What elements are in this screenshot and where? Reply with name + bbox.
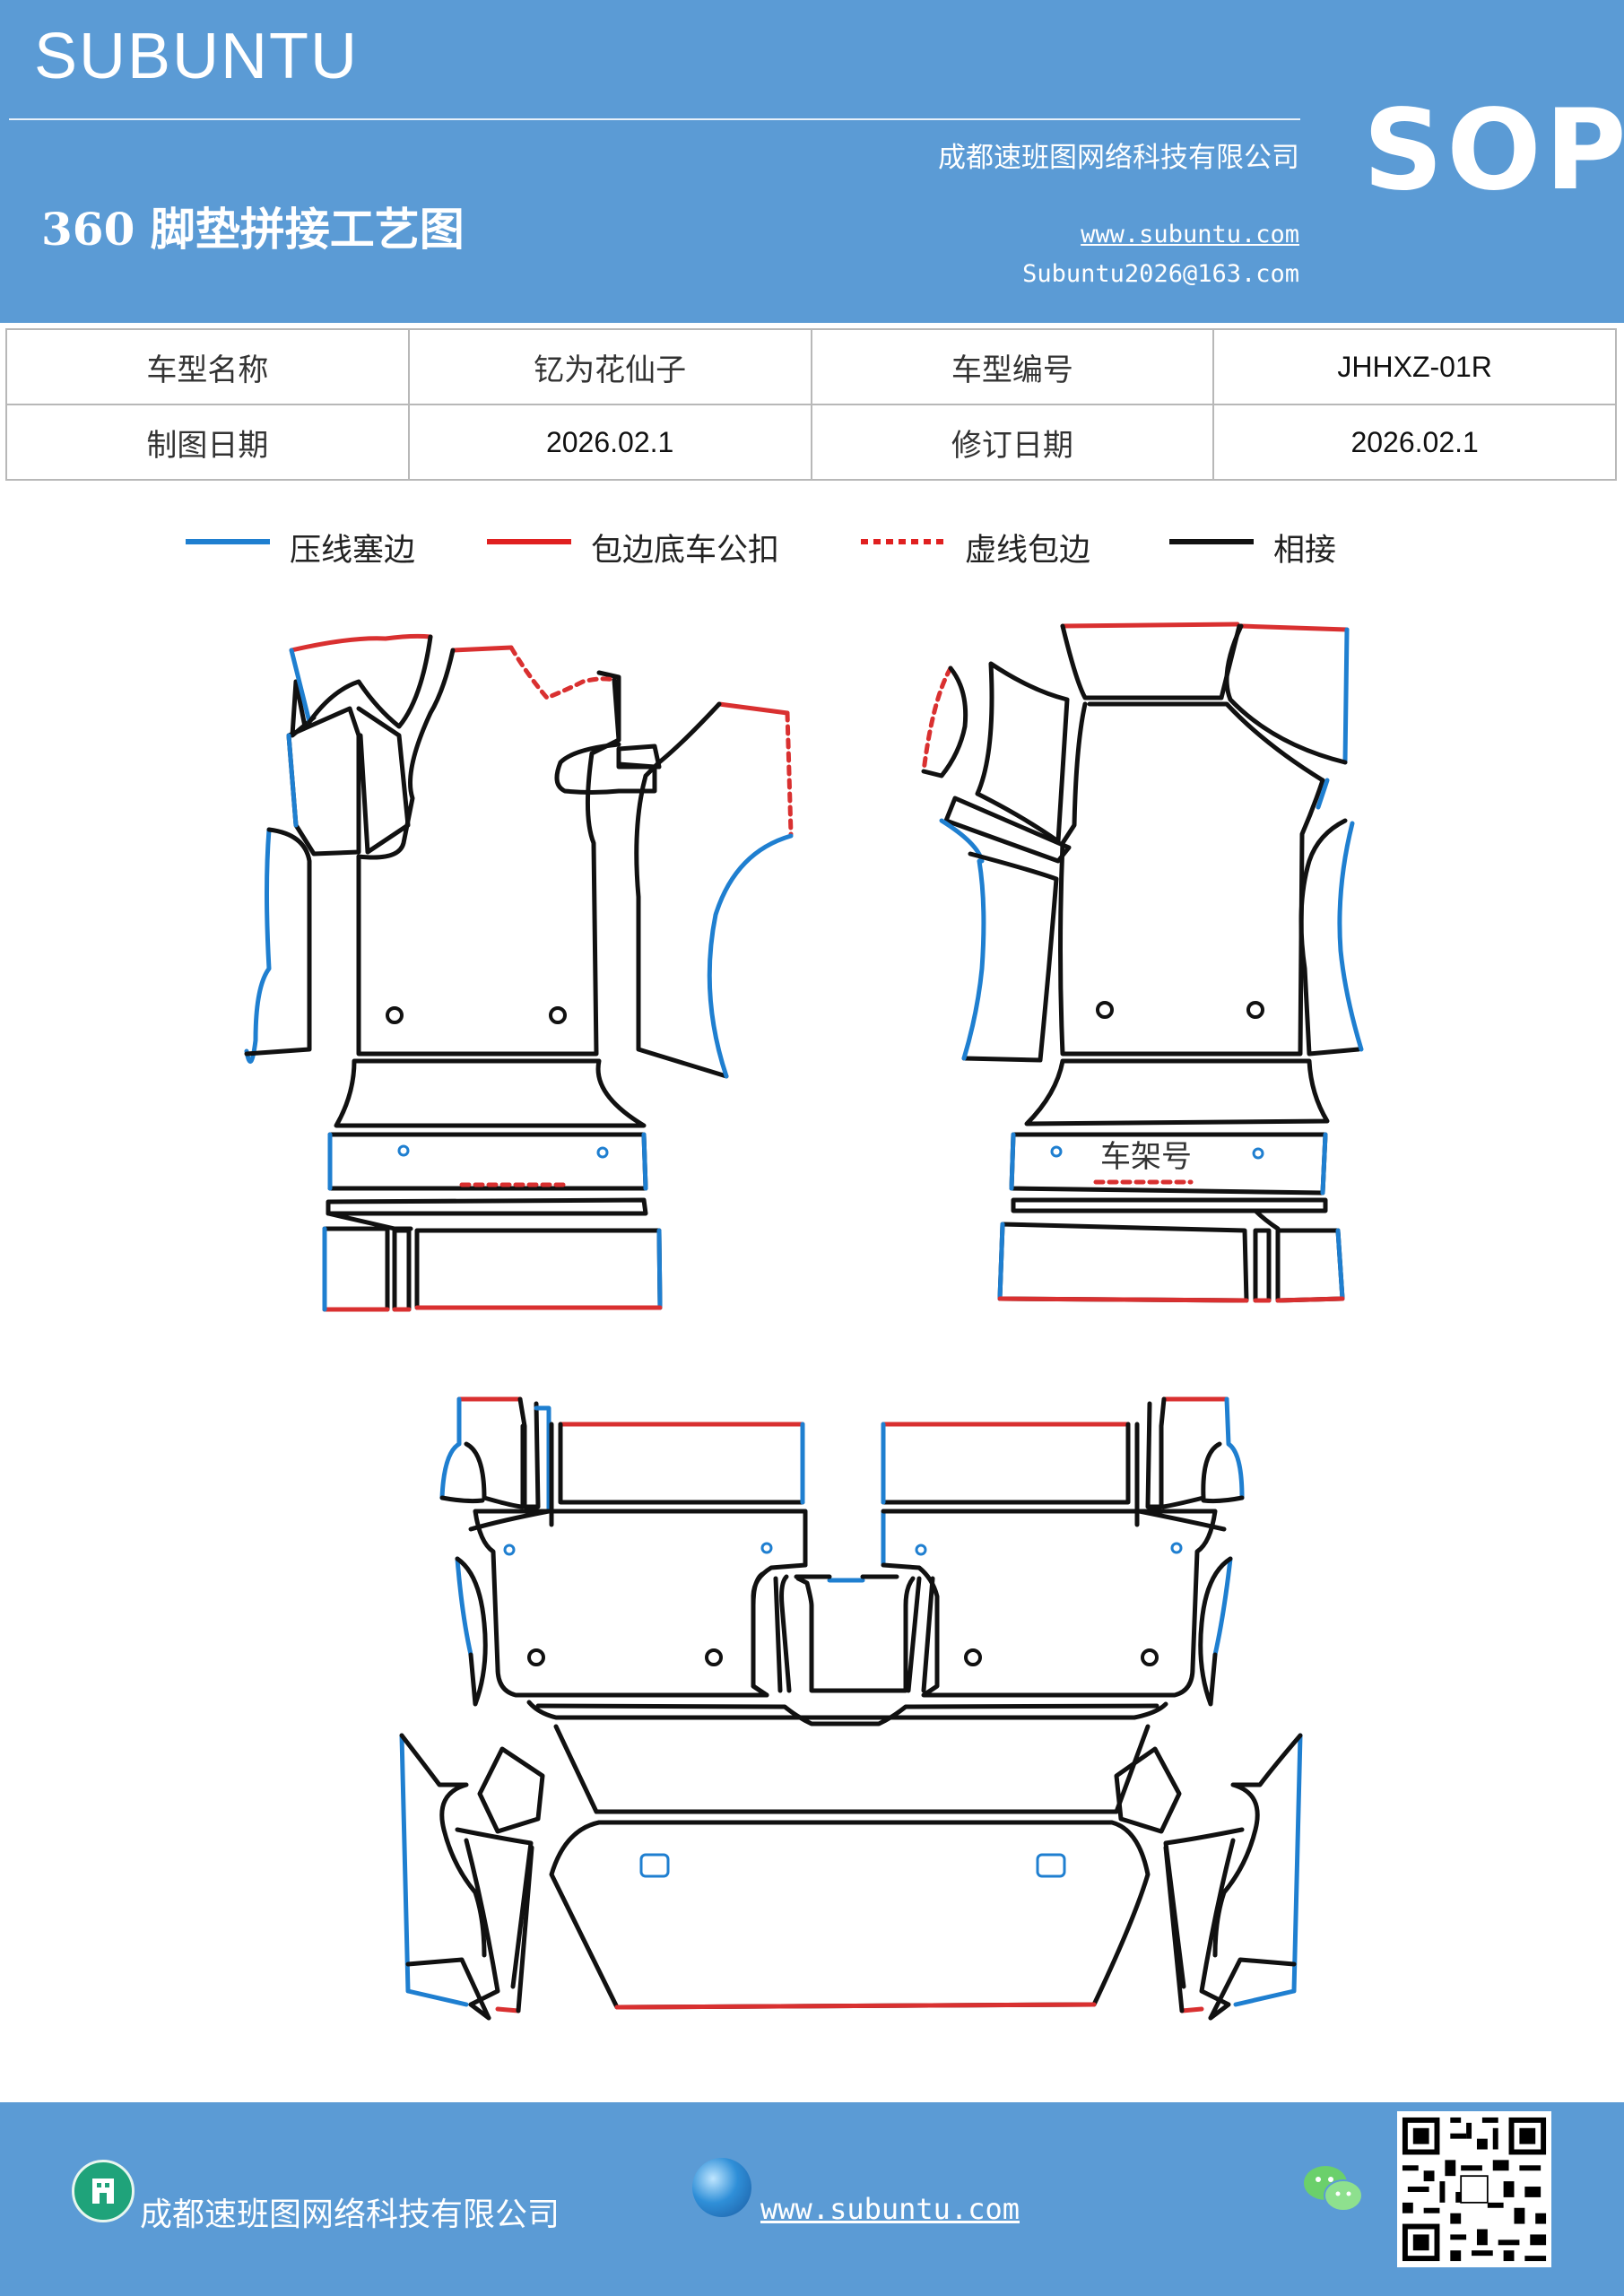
model-name-label: 车型名称 — [5, 328, 410, 405]
legend-swatch — [861, 539, 945, 544]
legend-label: 包边底车公扣 — [591, 533, 780, 569]
table-row: 制图日期 2026.02.1 修订日期 2026.02.1 — [5, 404, 1617, 481]
page-footer: 成都速班图网络科技有限公司 www.subuntu.com — [0, 2102, 1624, 2296]
vehicle-info-table: 车型名称 钇为花仙子 车型编号 JHHXZ-01R 制图日期 2026.02.1… — [5, 328, 1617, 481]
revise-date-value: 2026.02.1 — [1212, 404, 1617, 481]
front-left-mat — [244, 633, 794, 1312]
header-divider — [9, 118, 1300, 120]
document-title: 360 脚垫拼接工艺图 — [41, 203, 465, 256]
brand-name: SUBUNTU — [34, 21, 360, 92]
draw-date-value: 2026.02.1 — [407, 404, 812, 481]
legend-label: 相接 — [1273, 533, 1337, 569]
table-row: 车型名称 钇为花仙子 车型编号 JHHXZ-01R — [5, 328, 1617, 405]
rear-mat — [399, 1396, 1303, 2021]
legend: 压线塞边 包边底车公扣 虚线包边 相接 — [0, 525, 1624, 570]
wechat-icon[interactable] — [1302, 2161, 1365, 2217]
footer-website-link[interactable]: www.subuntu.com — [760, 2192, 1020, 2226]
sop-badge: SOP — [1363, 86, 1624, 215]
legend-swatch — [487, 539, 571, 544]
revise-date-label: 修订日期 — [810, 404, 1215, 481]
draw-date-label: 制图日期 — [5, 404, 410, 481]
building-icon — [72, 2160, 135, 2222]
model-code-value: JHHXZ-01R — [1212, 328, 1617, 405]
globe-icon — [692, 2158, 751, 2217]
legend-label: 虚线包边 — [965, 533, 1091, 569]
legend-swatch — [186, 539, 270, 544]
legend-label: 压线塞边 — [290, 533, 416, 569]
floor-mat-diagram: .k { stroke:#111; stroke-width:5; } .b {… — [244, 622, 1364, 2021]
vin-label: 车架号 — [1100, 1139, 1192, 1175]
qr-code[interactable] — [1397, 2111, 1551, 2267]
header-company: 成都速班图网络科技有限公司 — [938, 142, 1299, 174]
legend-swatch — [1169, 539, 1254, 544]
model-name-value: 钇为花仙子 — [407, 328, 812, 405]
footer-company: 成都速班图网络科技有限公司 — [140, 2196, 560, 2233]
header-website-link[interactable]: www.subuntu.com — [1081, 221, 1299, 248]
model-code-label: 车型编号 — [810, 328, 1215, 405]
header-email: Subuntu2026@163.com — [1022, 260, 1299, 288]
page-header: SUBUNTU 成都速班图网络科技有限公司 360 脚垫拼接工艺图 www.su… — [0, 0, 1624, 323]
front-right-mat: 车架号 — [921, 622, 1364, 1303]
